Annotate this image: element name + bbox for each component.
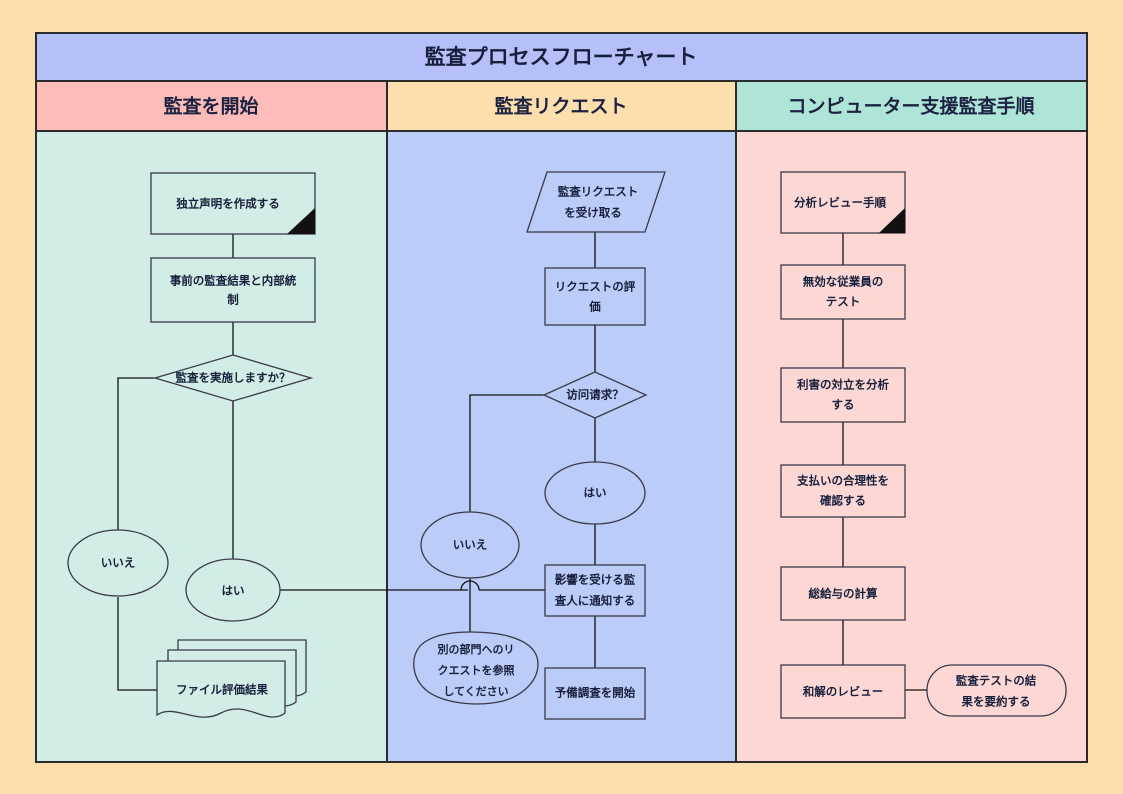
node-label-line1: 無効な従業員の — [803, 275, 884, 289]
lane-header-label-start-audit: 監査を開始 — [163, 95, 258, 118]
node-label-line2: 制 — [227, 293, 239, 307]
node-label: 访问请求？ — [566, 388, 624, 402]
node-label-line2: 果を要約する — [961, 695, 1031, 709]
node-verify-payment-reasonableness[interactable]: 支払いの合理性を 確認する — [780, 464, 906, 518]
node-label-line2: テスト — [826, 295, 861, 309]
node-label: 独立声明を作成する — [176, 197, 280, 211]
node-label-line1: 影響を受ける監 — [555, 573, 636, 587]
node-notify-affected-auditees[interactable]: 影響を受ける監 査人に通知する — [544, 564, 646, 617]
connectors-column-2 — [460, 232, 596, 668]
folded-corner-icon — [287, 208, 315, 234]
lane-body-start-audit — [35, 130, 388, 763]
folded-corner-icon — [879, 208, 905, 233]
node-label: 総給与の計算 — [809, 587, 878, 601]
node-label: 和解のレビュー — [803, 685, 884, 699]
node-begin-preliminary-survey[interactable]: 予備調査を開始 — [544, 667, 646, 720]
node-prepare-independence-statement[interactable]: 独立声明を作成する — [150, 172, 316, 235]
edge-no-to-file-results — [117, 597, 175, 691]
node-label-line2: を受け取る — [564, 206, 622, 220]
node-label-line2: 査人に通知する — [554, 594, 636, 608]
node-label-line1: 監査リクエスト — [558, 185, 639, 199]
node-label-line2: クエストを参照 — [438, 663, 515, 677]
chart-title: 監査プロセスフローチャート — [425, 45, 698, 69]
lane-header-label-caat: コンピューター支援監査手順 — [787, 95, 1035, 118]
lane-header-start-audit — [35, 80, 388, 132]
node-conduct-audit-decision[interactable]: 監査を実施しますか？ — [152, 354, 314, 402]
node-label: 監査を実施しますか？ — [176, 371, 291, 385]
node-label: いいえ — [101, 556, 136, 570]
node-yes-branch-column2[interactable]: はい — [544, 461, 646, 525]
node-receive-audit-request[interactable]: 監査リクエスト を受け取る — [526, 171, 666, 233]
node-label-line1: 監査テストの結 — [956, 674, 1037, 688]
lane-body-caat — [735, 130, 1088, 763]
node-label: はい — [222, 584, 245, 598]
node-label: 予備調査を開始 — [555, 686, 636, 700]
node-label-line1: 事前の監査結果と内部統 — [170, 274, 297, 288]
line-hop-arc — [460, 580, 480, 591]
node-label: はい — [584, 486, 607, 500]
node-prior-audit-results[interactable]: 事前の監査結果と内部統 制 — [150, 257, 316, 323]
node-access-request-decision[interactable]: 访问请求？ — [542, 371, 648, 419]
node-analyze-conflicts-of-interest[interactable]: 利害の対立を分析 する — [780, 367, 906, 423]
node-label-line2: する — [832, 398, 855, 412]
node-evaluate-request[interactable]: リクエストの評 価 — [544, 267, 646, 326]
node-label-line2: 価 — [588, 300, 601, 314]
node-label: 分析レビュー手順 — [794, 196, 886, 210]
node-label-line1: 別の部門へのリ — [437, 642, 515, 656]
cloud-shape — [413, 631, 539, 705]
node-summarize-audit-test-results[interactable]: 監査テストの結 果を要約する — [926, 664, 1067, 717]
edge-decision-to-no2 — [469, 394, 544, 512]
node-label-line1: 利害の対立を分析 — [796, 378, 889, 392]
connectors-column-1 — [117, 234, 468, 691]
node-file-evaluation-results[interactable]: ファイル評価結果 — [156, 639, 307, 718]
document-front — [156, 660, 286, 718]
node-review-reconciliation[interactable]: 和解のレビュー — [780, 664, 906, 719]
edge-decision-to-no — [117, 377, 155, 530]
title-band — [35, 32, 1088, 82]
node-yes-branch-column1[interactable]: はい — [185, 558, 281, 622]
node-label-line2: 確認する — [820, 494, 866, 508]
node-label: いいえ — [453, 538, 488, 552]
node-refer-request-other-dept[interactable]: 別の部門へのリ クエストを参照 してください — [413, 631, 539, 705]
node-compute-gross-pay[interactable]: 総給与の計算 — [780, 566, 906, 621]
node-label: ファイル評価結果 — [176, 683, 268, 697]
node-test-invalid-employees[interactable]: 無効な従業員の テスト — [780, 264, 906, 320]
connectors-column-3 — [842, 233, 927, 691]
node-label-line3: してください — [443, 685, 508, 698]
node-analytical-review-procedures[interactable]: 分析レビュー手順 — [780, 171, 906, 234]
node-no-branch-column1[interactable]: いいえ — [67, 529, 169, 597]
lane-header-label-audit-request: 監査リクエスト — [494, 95, 627, 118]
node-label-line1: 支払いの合理性を — [796, 474, 889, 488]
node-label-line1: リクエストの評 — [555, 280, 636, 294]
node-no-branch-column2[interactable]: いいえ — [420, 511, 520, 579]
lane-header-audit-request — [386, 80, 737, 132]
